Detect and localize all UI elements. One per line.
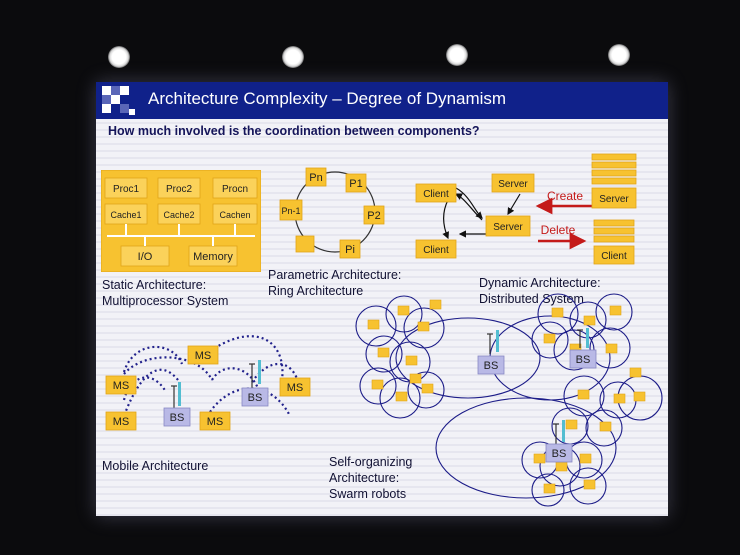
cache-1-label: Cache1	[110, 210, 141, 220]
ring-node-pi: Pi	[345, 244, 355, 256]
swarm-caption-3: Swarm robots	[329, 487, 407, 501]
ms-label-2: MS	[113, 380, 130, 392]
bs-label-2: BS	[248, 392, 263, 404]
memory-label: Memory	[193, 251, 233, 263]
dynamic-caption-1: Dynamic Architecture:	[479, 276, 601, 290]
projected-slide: Architecture Complexity – Degree of Dyna…	[96, 82, 668, 516]
static-caption-1: Static Architecture:	[102, 278, 207, 292]
title-bar: Architecture Complexity – Degree of Dyna…	[96, 82, 668, 119]
swarm-caption-1: Self-organizing	[329, 455, 413, 469]
server-label-2: Server	[493, 222, 523, 233]
slide-subtitle: How much involved is the coordination be…	[108, 124, 480, 138]
dynamic-caption-2: Distributed System	[479, 292, 584, 306]
swarm-bs-label-3: BS	[552, 448, 567, 460]
ms-label-5: MS	[207, 416, 224, 428]
cache-2-label: Cache2	[163, 210, 194, 220]
server-label-1: Server	[498, 179, 528, 190]
swarm-bs-label-1: BS	[484, 360, 499, 372]
ring-node-p2: P2	[367, 210, 380, 222]
swarm-architecture-diagram: BS BS BS	[355, 293, 663, 507]
static-architecture-diagram: Proc1 Proc2 Procn Cache1 Cache2 Cachen I…	[101, 170, 261, 272]
swarm-caption-2: Architecture:	[329, 471, 400, 485]
ceiling-light-3	[446, 44, 468, 66]
ring-node-p1: P1	[349, 178, 362, 190]
dynamic-architecture-diagram: Client Server Server Client Create Delet…	[415, 153, 637, 265]
ms-label-3: MS	[287, 382, 304, 394]
delete-label: Delete	[541, 223, 576, 237]
ring-node-pn: Pn	[309, 172, 322, 184]
proc-2-label: Proc2	[166, 184, 193, 195]
proc-n-label: Procn	[222, 184, 248, 195]
ms-label-1: MS	[195, 350, 212, 362]
ring-node-pn-1: Pn-1	[281, 206, 300, 216]
slide-title: Architecture Complexity – Degree of Dyna…	[148, 89, 507, 108]
mobile-caption: Mobile Architecture	[102, 459, 209, 473]
io-label: I/O	[138, 251, 153, 263]
ceiling-light-2	[282, 46, 304, 68]
ring-caption-2: Ring Architecture	[268, 284, 364, 298]
swarm-bs-label-2: BS	[576, 354, 591, 366]
ms-label-4: MS	[113, 416, 130, 428]
ceiling-light-1	[108, 46, 130, 68]
server-label-3: Server	[599, 194, 629, 205]
mobile-architecture-diagram: BS BS MS MS MS MS MS	[105, 335, 311, 431]
client-label-3: Client	[601, 251, 627, 262]
ring-caption-1: Parametric Architecture:	[268, 268, 402, 282]
static-caption-2: Multiprocessor System	[102, 294, 229, 308]
cache-n-label: Cachen	[219, 210, 250, 220]
create-label: Create	[547, 189, 583, 203]
ceiling-light-4	[608, 44, 630, 66]
client-label-2: Client	[423, 245, 449, 256]
bs-label-1: BS	[170, 412, 185, 424]
proc-1-label: Proc1	[113, 184, 140, 195]
ring-architecture-diagram: Pn P1 Pn-1 P2 Pi	[279, 167, 385, 259]
client-label-1: Client	[423, 189, 449, 200]
